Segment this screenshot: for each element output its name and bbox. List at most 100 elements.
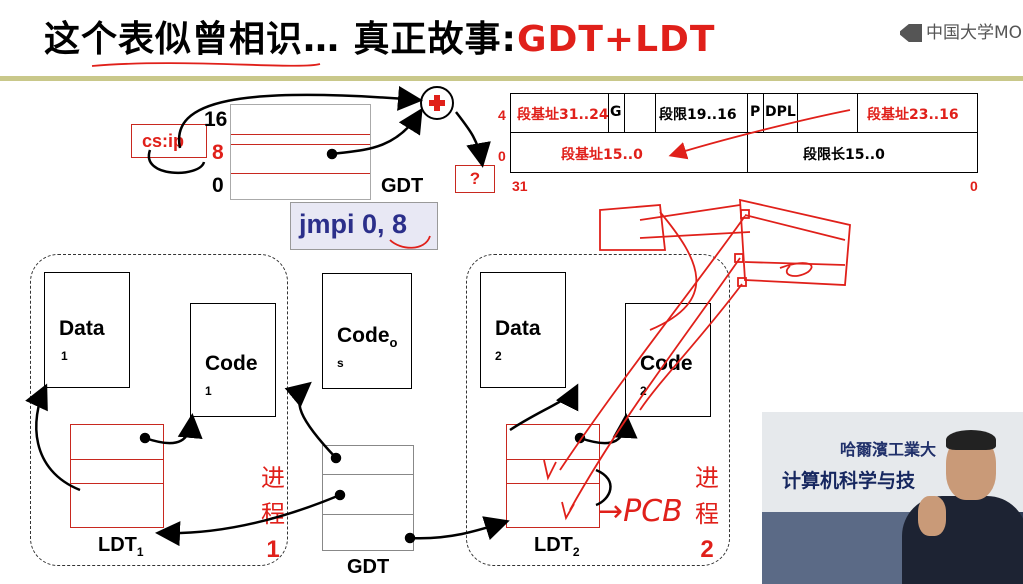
ldt1-label: LDT1 bbox=[98, 534, 144, 559]
ldt2-text: LDT bbox=[534, 534, 573, 556]
page-title: 这个表似曾相识… 真正故事:GDT+LDT bbox=[44, 10, 715, 62]
instruction-text: jmpi 0, 8 bbox=[299, 209, 408, 239]
red-long-1 bbox=[559, 215, 746, 471]
sketch-lines-1 bbox=[639, 204, 751, 239]
proc2-num: 2 bbox=[700, 536, 714, 563]
desc-limit-19-16: 段限19..16 bbox=[659, 107, 737, 123]
ldt2-table bbox=[506, 424, 600, 528]
codeos-sub: o bbox=[389, 335, 398, 351]
code2-label: Code bbox=[640, 352, 693, 375]
ldt2-sub: 2 bbox=[572, 545, 580, 559]
red-arrow-base bbox=[668, 109, 851, 160]
codeos-segment: Codeo s bbox=[322, 273, 412, 389]
proc2-char-2: 程 bbox=[695, 500, 719, 528]
descriptor-row-hi-num: 4 bbox=[498, 107, 506, 123]
lecturer-hair bbox=[946, 430, 996, 450]
question-mark: ? bbox=[469, 169, 481, 188]
arrow-ldt2-loop bbox=[595, 468, 612, 507]
video-text-line2: 计算机科学与技 bbox=[782, 470, 916, 492]
gdt-label-top: GDT bbox=[381, 175, 424, 197]
red-tick-1 bbox=[543, 459, 557, 481]
arrow-gdt-to-ldt2 bbox=[409, 516, 510, 541]
sketch-dot-3 bbox=[737, 277, 747, 287]
arrow-ldt1-to-code1 bbox=[144, 413, 203, 445]
process-2-label: 进 程 2 bbox=[692, 460, 722, 568]
row-label-0: 0 bbox=[212, 174, 224, 197]
descriptor-table: 段基址31..24 G 段限19..16 P DPL 段基址23..16 段基址… bbox=[510, 93, 978, 173]
descriptor-bit-lo: 0 bbox=[970, 178, 978, 194]
mooc-logo: 中国大学MO bbox=[900, 18, 1022, 43]
title-divider bbox=[0, 76, 1023, 81]
data1-label: Data bbox=[59, 317, 105, 340]
title-highlight: GDT+LDT bbox=[516, 19, 716, 60]
data2-label: Data bbox=[495, 317, 541, 340]
ldt1-table bbox=[70, 424, 164, 528]
arrow-plus-to-result bbox=[455, 111, 491, 168]
descriptor-row-lo-num: 0 bbox=[498, 148, 506, 164]
desc-limit-15-0: 段限长15..0 bbox=[803, 147, 885, 163]
arrow-csip-loop bbox=[147, 149, 206, 175]
title-main: 这个表似曾相识… 真正故事: bbox=[44, 19, 517, 60]
descriptor-bit-hi: 31 bbox=[512, 178, 528, 194]
row-label-8: 8 bbox=[212, 141, 224, 164]
arrow-gdt-to-ldt1 bbox=[155, 493, 341, 547]
ldt2-label: LDT2 bbox=[534, 534, 580, 559]
sketch-dot-1 bbox=[740, 209, 750, 219]
ldt1-text: LDT bbox=[98, 534, 137, 556]
proc1-char-2: 程 bbox=[261, 500, 285, 528]
desc-base-15-0: 段基址15..0 bbox=[561, 147, 643, 163]
code1-sub: 1 bbox=[205, 384, 212, 398]
video-background bbox=[762, 512, 912, 584]
proc2-char-1: 进 bbox=[695, 464, 719, 492]
arrow-gdt-to-codeos bbox=[284, 381, 337, 459]
desc-p-flag: P bbox=[750, 104, 761, 120]
logo-icon bbox=[900, 24, 922, 42]
gdt-table-bottom bbox=[322, 445, 414, 551]
csip-label: cs:ip bbox=[142, 131, 185, 151]
underline-title bbox=[91, 62, 321, 67]
code1-segment: Code 1 bbox=[190, 303, 276, 417]
gdt-table-top bbox=[230, 104, 371, 200]
process-2-region bbox=[466, 254, 730, 566]
codeos-sub2: s bbox=[337, 356, 344, 370]
data1-sub: 1 bbox=[61, 349, 68, 363]
code2-sub: 2 bbox=[640, 384, 647, 398]
sketch-box-2 bbox=[739, 198, 851, 286]
desc-g-flag: G bbox=[610, 104, 622, 120]
red-curve-4 bbox=[649, 211, 698, 331]
desc-base-31-24: 段基址31..24 bbox=[517, 107, 609, 123]
csip-box: cs:ip bbox=[131, 124, 207, 158]
lecturer-hand bbox=[918, 496, 946, 536]
pcb-handwritten-note: →PCB bbox=[598, 494, 683, 529]
data1-segment: Data 1 bbox=[44, 272, 130, 388]
lecturer-video: 哈爾濱工業大 计算机科学与技 bbox=[762, 412, 1023, 584]
instruction-box: jmpi 0, 8 bbox=[290, 202, 438, 250]
process-1-label: 进 程 1 bbox=[258, 460, 288, 568]
red-long-3 bbox=[639, 283, 743, 411]
underline-instruction bbox=[389, 235, 431, 249]
sketch-lines-2 bbox=[744, 214, 846, 266]
arrow-ldt1-to-data1 bbox=[25, 383, 81, 492]
red-long-2 bbox=[569, 257, 741, 511]
gdt-label-bottom: GDT bbox=[347, 556, 390, 578]
desc-dpl: DPL bbox=[765, 104, 796, 120]
logo-text: 中国大学MO bbox=[926, 23, 1023, 43]
red-annotations bbox=[91, 62, 851, 521]
red-tick-2 bbox=[561, 501, 575, 521]
arrow-ldt2-to-data2 bbox=[509, 383, 579, 432]
arrow-csip-to-plus bbox=[177, 85, 423, 149]
row-label-16: 16 bbox=[204, 108, 228, 131]
codeos-text: Code bbox=[337, 324, 390, 347]
desc-base-23-16: 段基址23..16 bbox=[867, 107, 959, 123]
proc1-char-1: 进 bbox=[261, 464, 285, 492]
black-arrows bbox=[25, 85, 638, 547]
code1-label: Code bbox=[205, 352, 258, 375]
ldt1-sub: 1 bbox=[136, 545, 144, 559]
arrow-ldt2-to-code2 bbox=[579, 413, 638, 445]
video-text-line1: 哈爾濱工業大 bbox=[840, 440, 937, 459]
data2-sub: 2 bbox=[495, 349, 502, 363]
sketch-box-1 bbox=[599, 204, 667, 251]
sketch-dot-2 bbox=[734, 253, 744, 263]
codeos-label: Codeo bbox=[337, 324, 397, 350]
